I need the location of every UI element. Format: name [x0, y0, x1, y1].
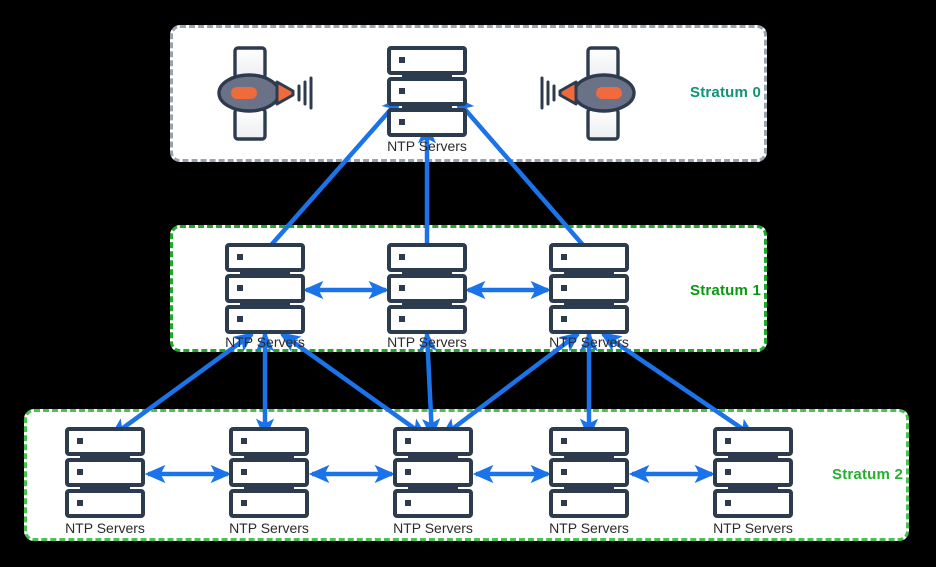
ntp-server-s2-2-caption: NTP Servers	[229, 520, 309, 536]
ntp-server-s1-3-icon[interactable]	[549, 243, 629, 334]
ntp-server-s0-1-icon[interactable]	[387, 46, 467, 137]
ntp-server-s2-3-caption: NTP Servers	[393, 520, 473, 536]
link-s2-3-to-s1-2	[418, 330, 441, 440]
uplinks-stratum1-to-stratum0	[263, 96, 591, 254]
ntp-server-s2-1-icon[interactable]	[65, 427, 145, 518]
ntp-server-s1-2-caption: NTP Servers	[387, 334, 467, 350]
ntp-server-s2-4-icon[interactable]	[549, 427, 629, 518]
stratum-1-label: Stratum 1	[690, 282, 761, 299]
link-s1-3-to-s0	[453, 96, 591, 254]
ntp-server-s2-2-icon[interactable]	[229, 427, 309, 518]
link-s2-3-to-s1-1	[279, 332, 428, 438]
ntp-server-s1-3-caption: NTP Servers	[549, 334, 629, 350]
ntp-server-s1-1-caption: NTP Servers	[225, 334, 305, 350]
link-s2-5-to-s1-3	[600, 332, 756, 438]
ntp-server-s1-1-icon[interactable]	[225, 243, 305, 334]
ntp-server-s1-2-icon[interactable]	[387, 243, 467, 334]
ntp-server-s2-1-caption: NTP Servers	[65, 520, 145, 536]
satellite-left-icon	[217, 46, 313, 141]
link-s2-3-to-s1-3	[440, 332, 581, 438]
ntp-server-s2-3-icon[interactable]	[393, 427, 473, 518]
stratum-0-label: Stratum 0	[690, 84, 761, 101]
ntp-server-s2-5-icon[interactable]	[713, 427, 793, 518]
links-stratum2-to-stratum1	[109, 330, 756, 440]
satellite-right-icon	[540, 46, 636, 141]
ntp-server-s2-4-caption: NTP Servers	[549, 520, 629, 536]
stratum-2-label: Stratum 2	[832, 466, 903, 483]
ntp-server-s2-5-caption: NTP Servers	[713, 520, 793, 536]
ntp-server-s0-1-caption: NTP Servers	[387, 138, 467, 154]
link-s1-1-to-s0	[263, 96, 403, 254]
link-s2-1-to-s1-1	[109, 332, 255, 438]
